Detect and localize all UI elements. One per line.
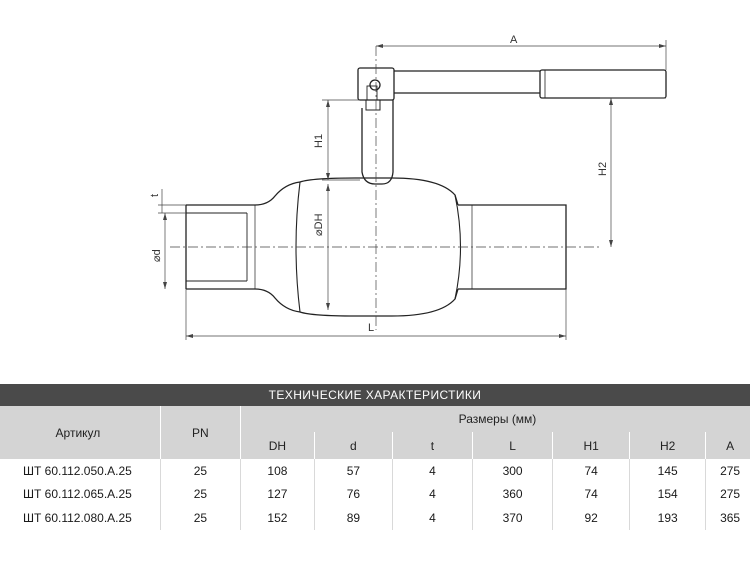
handle-grip [539,69,667,99]
cell-a: 365 [705,506,750,530]
cell-t: 4 [392,482,474,506]
cell-d: 76 [314,482,393,506]
cell-t: 4 [392,506,474,530]
cell-a: 275 [705,459,750,482]
column-dimensions: Размеры (мм) [240,406,750,432]
specs-table: ТЕХНИЧЕСКИЕ ХАРАКТЕРИСТИКИ Артикул PN Ра… [0,384,750,530]
column-d: d [314,432,393,459]
cell-l: 370 [472,506,554,530]
cell-dh: 152 [240,506,315,530]
table-title: ТЕХНИЧЕСКИЕ ХАРАКТЕРИСТИКИ [0,384,750,406]
cell-l: 360 [472,482,554,506]
cell-pn: 25 [160,482,241,506]
cell-l: 300 [472,459,554,482]
cell-d: 57 [314,459,393,482]
table-row: ШТ 60.112.065.А.25 25 127 76 4 360 74 15… [0,482,750,506]
cell-article: ШТ 60.112.050.А.25 [0,459,161,482]
cell-h2: 154 [629,482,707,506]
column-dh: DH [240,432,315,459]
dim-label-dn: ⌀DH [313,213,325,236]
dim-label-l: L [368,322,374,334]
cell-article: ШТ 60.112.080.А.25 [0,506,161,530]
column-t: t [392,432,474,459]
left-pipe [186,181,301,206]
dim-label-h1: H1 [313,134,325,148]
cell-pn: 25 [160,506,241,530]
cell-pn: 25 [160,459,241,482]
dim-label-a: A [510,34,518,46]
cell-h2: 145 [629,459,707,482]
column-pn: PN [160,406,241,459]
column-l: L [472,432,554,459]
cell-article: ШТ 60.112.065.А.25 [0,482,161,506]
cell-d: 89 [314,506,393,530]
column-h1: H1 [552,432,631,459]
cell-h2: 193 [629,506,707,530]
dim-label-t: t [149,194,161,197]
column-a: A [705,432,750,459]
cell-h1: 74 [552,482,631,506]
cell-h1: 74 [552,459,631,482]
cell-t: 4 [392,459,474,482]
cell-dh: 108 [240,459,315,482]
cell-a: 275 [705,482,750,506]
cell-dh: 127 [240,482,315,506]
table-row: ШТ 60.112.080.А.25 25 152 89 4 370 92 19… [0,506,750,530]
table-row: ШТ 60.112.050.А.25 25 108 57 4 300 74 14… [0,459,750,482]
ball-valve-drawing: A H1 H2 t ⌀DH ⌀d L [149,34,667,340]
column-article: Артикул [0,406,161,459]
dim-label-d: ⌀d [151,249,163,262]
stem [361,100,394,185]
column-h2: H2 [629,432,707,459]
cell-h1: 92 [552,506,631,530]
dim-label-h2: H2 [597,162,609,176]
